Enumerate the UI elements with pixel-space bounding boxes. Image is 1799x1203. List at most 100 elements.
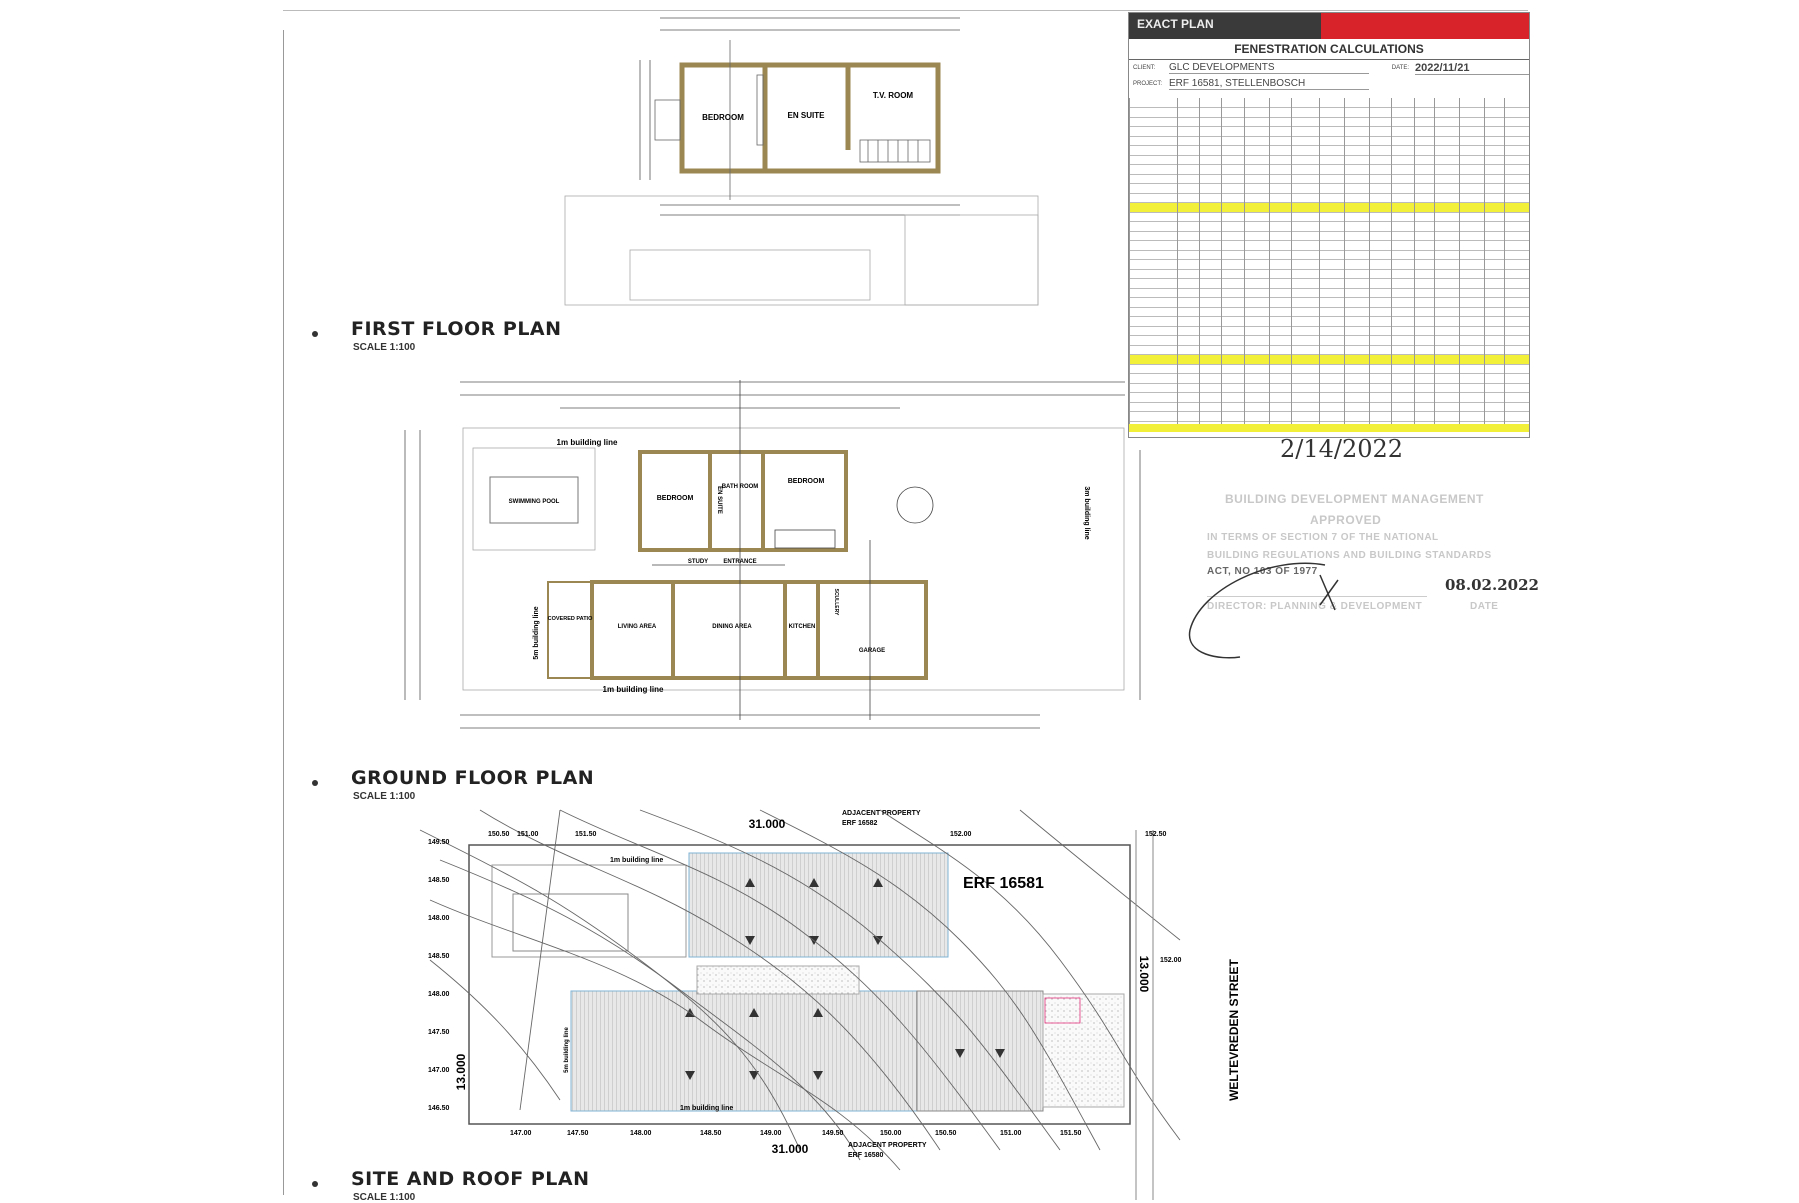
table-column-rule	[1129, 98, 1130, 428]
table-row	[1129, 212, 1529, 222]
table-column-rule	[1291, 98, 1292, 428]
bottom-level-label: 149.50	[822, 1130, 844, 1137]
adjacent-top-erf: ERF 16582	[842, 820, 878, 827]
stamp-line-2: APPROVED	[1310, 513, 1382, 527]
signature-line	[1207, 596, 1427, 597]
ff-tv-room-label: T.V. ROOM	[873, 91, 913, 100]
sheet-header: EXACT PLAN	[1129, 13, 1529, 39]
table-column-rule	[1391, 98, 1392, 428]
table-row	[1129, 326, 1529, 336]
gf-dining-area-label: DINING AREA	[712, 624, 752, 630]
left-level-labels: 149.50148.50148.00148.50148.00147.50147.…	[428, 839, 450, 1112]
first-floor-plan-title: FIRST FLOOR PLAN	[351, 318, 562, 340]
gf-bedroom-1-label: BEDROOM	[657, 495, 694, 502]
highlight-bar	[1129, 424, 1529, 432]
left-level-label: 146.50	[428, 1105, 450, 1112]
table-row	[1129, 354, 1529, 365]
bottom-level-label: 150.00	[880, 1130, 902, 1137]
ground-floor-plan-title: GROUND FLOOR PLAN	[351, 767, 595, 789]
top-level-label: 151.50	[575, 831, 597, 838]
table-column-rule	[1484, 98, 1485, 428]
client-value: GLC DEVELOPMENTS	[1169, 62, 1369, 74]
table-column-rule	[1504, 98, 1505, 428]
table-column-rule	[1221, 98, 1222, 428]
left-level-label: 149.50	[428, 839, 450, 846]
table-row	[1129, 184, 1529, 194]
site-roof-plan-drawing: ERF 16581 31.000 31.000 ADJACENT PROPERT…	[419, 809, 1241, 1200]
table-row	[1129, 222, 1529, 232]
table-column-rule	[1199, 98, 1200, 428]
table-row	[1129, 98, 1529, 108]
table-row	[1129, 393, 1529, 403]
table-row	[1129, 250, 1529, 260]
table-row	[1129, 174, 1529, 184]
bottom-level-label: 151.50	[1060, 1130, 1082, 1137]
project-label: PROJECT:	[1133, 81, 1163, 87]
gf-kitchen-label: KITCHEN	[789, 624, 816, 630]
bullet	[312, 331, 318, 337]
table-row	[1129, 136, 1529, 146]
table-column-rule	[1269, 98, 1270, 428]
table-row	[1129, 202, 1529, 213]
table-row	[1129, 307, 1529, 317]
ff-en-suite-label: EN SUITE	[788, 111, 826, 120]
site-building-line-5m: 5m building line	[564, 1027, 570, 1073]
ground-floor-plan-scale: SCALE 1:100	[353, 791, 416, 802]
left-level-label: 148.00	[428, 991, 450, 998]
ff-bedroom-label: BEDROOM	[702, 113, 744, 122]
left-level-label: 147.00	[428, 1067, 450, 1074]
bottom-level-label: 147.00	[510, 1130, 532, 1137]
table-row	[1129, 117, 1529, 127]
site-building-line-bottom: 1m building line	[680, 1105, 733, 1112]
right-level-label: 152.00	[1160, 957, 1182, 964]
approval-stamp: BUILDING DEVELOPMENT MANAGEMENT APPROVED…	[1195, 458, 1539, 658]
bottom-level-label: 151.00	[1000, 1130, 1022, 1137]
site-roof-plan-scale: SCALE 1:100	[353, 1192, 416, 1203]
left-level-label: 148.50	[428, 877, 450, 884]
fenestration-calculations-sheet: EXACT PLAN FENESTRATION CALCULATIONS CLI…	[1128, 12, 1530, 438]
site-depth-left: 13.000	[454, 1053, 468, 1090]
table-row	[1129, 269, 1529, 279]
site-boundary	[468, 844, 1131, 1125]
left-level-label: 148.00	[428, 915, 450, 922]
stamp-line-4: BUILDING REGULATIONS AND BUILDING STANDA…	[1207, 550, 1492, 561]
top-level-label: 152.00	[950, 831, 972, 838]
table-row	[1129, 108, 1529, 118]
table-column-rule	[1434, 98, 1435, 428]
table-row	[1129, 279, 1529, 289]
gf-study-label: STUDY	[688, 559, 708, 565]
table-row	[1129, 364, 1529, 374]
gf-pool-label: SWIMMING POOL	[509, 499, 560, 505]
stamp-date-label: DATE	[1470, 601, 1499, 612]
upper-roof	[688, 852, 949, 958]
table-row	[1129, 241, 1529, 251]
table-row	[1129, 288, 1529, 298]
stamp-line-6: DIRECTOR: PLANNING & DEVELOPMENT	[1207, 601, 1423, 612]
gf-bedroom-2-label: BEDROOM	[788, 478, 825, 485]
handwritten-date: 2/14/2022	[1280, 435, 1404, 463]
site-width-bottom: 31.000	[772, 1142, 809, 1156]
site-roof-plan-title: SITE AND ROOF PLAN	[351, 1168, 590, 1190]
table-row	[1129, 231, 1529, 241]
site-pool	[512, 893, 629, 952]
table-row	[1129, 155, 1529, 165]
bottom-level-label: 147.50	[567, 1130, 589, 1137]
bottom-level-label: 148.00	[630, 1130, 652, 1137]
table-row	[1129, 298, 1529, 308]
site-erf-label: ERF 16581	[963, 875, 1044, 892]
gf-building-line-top: 1m building line	[557, 438, 618, 447]
table-row	[1129, 146, 1529, 156]
bullet	[312, 1181, 318, 1187]
table-row	[1129, 402, 1529, 412]
table-row	[1129, 374, 1529, 384]
table-row	[1129, 127, 1529, 137]
first-floor-plan-scale: SCALE 1:100	[353, 342, 416, 353]
table-row	[1129, 336, 1529, 346]
top-level-label: 152.50	[1145, 831, 1167, 838]
date-value: 2022/11/21	[1415, 62, 1529, 75]
page-left-border	[283, 30, 284, 1195]
gf-en-suite-label: EN SUITE	[716, 486, 722, 514]
date-label: DATE:	[1391, 65, 1409, 71]
top-level-label: 151.00	[517, 831, 539, 838]
